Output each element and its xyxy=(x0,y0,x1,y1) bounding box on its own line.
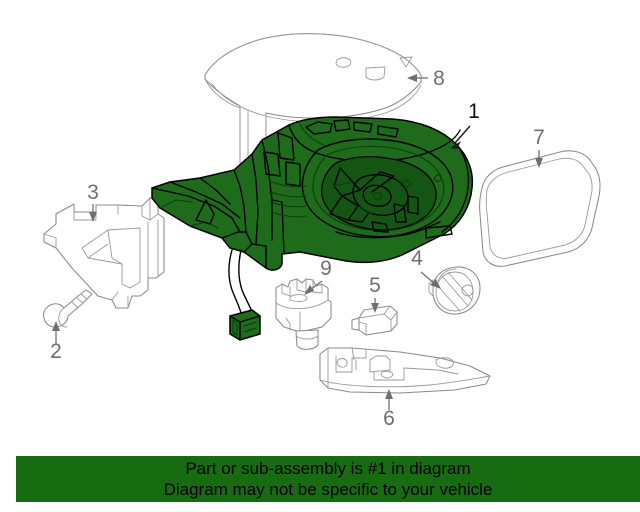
callout-5: 5 xyxy=(369,274,381,313)
part-9-mirror-adjust-motor xyxy=(275,278,332,350)
callout-2: 2 xyxy=(50,321,62,363)
callout-8-label: 8 xyxy=(433,67,445,90)
part-4-round-cap-grommet xyxy=(428,266,481,315)
part-5-puddle-lamp-lens xyxy=(351,305,398,336)
callout-8: 8 xyxy=(407,67,445,90)
callout-7-label: 7 xyxy=(533,126,545,149)
notice-banner-line-2: Diagram may not be specific to your vehi… xyxy=(163,480,493,499)
callout-1: 1 xyxy=(450,100,480,149)
notice-banner: Part or sub-assembly is #1 in diagram Di… xyxy=(16,456,640,502)
callout-6-label: 6 xyxy=(383,407,395,430)
callout-3: 3 xyxy=(87,181,99,222)
part-3-mounting-bracket xyxy=(43,197,165,309)
callout-6: 6 xyxy=(383,389,395,430)
part-7-mirror-glass xyxy=(479,150,601,267)
callout-3-label: 3 xyxy=(87,181,99,204)
part-1-mirror-housing-assembly xyxy=(151,116,474,341)
callout-4-label: 4 xyxy=(411,247,423,270)
part-2-mounting-bolt xyxy=(43,289,93,328)
callout-9-label: 9 xyxy=(320,257,332,280)
callout-4: 4 xyxy=(411,247,441,289)
callout-7: 7 xyxy=(533,126,545,168)
callout-2-label: 2 xyxy=(50,340,62,363)
callout-9: 9 xyxy=(304,257,332,295)
callout-5-label: 5 xyxy=(369,274,381,297)
notice-banner-line-1: Part or sub-assembly is #1 in diagram xyxy=(185,459,471,478)
part-6-turn-signal-lamp xyxy=(319,347,491,394)
callout-1-label: 1 xyxy=(468,100,480,123)
